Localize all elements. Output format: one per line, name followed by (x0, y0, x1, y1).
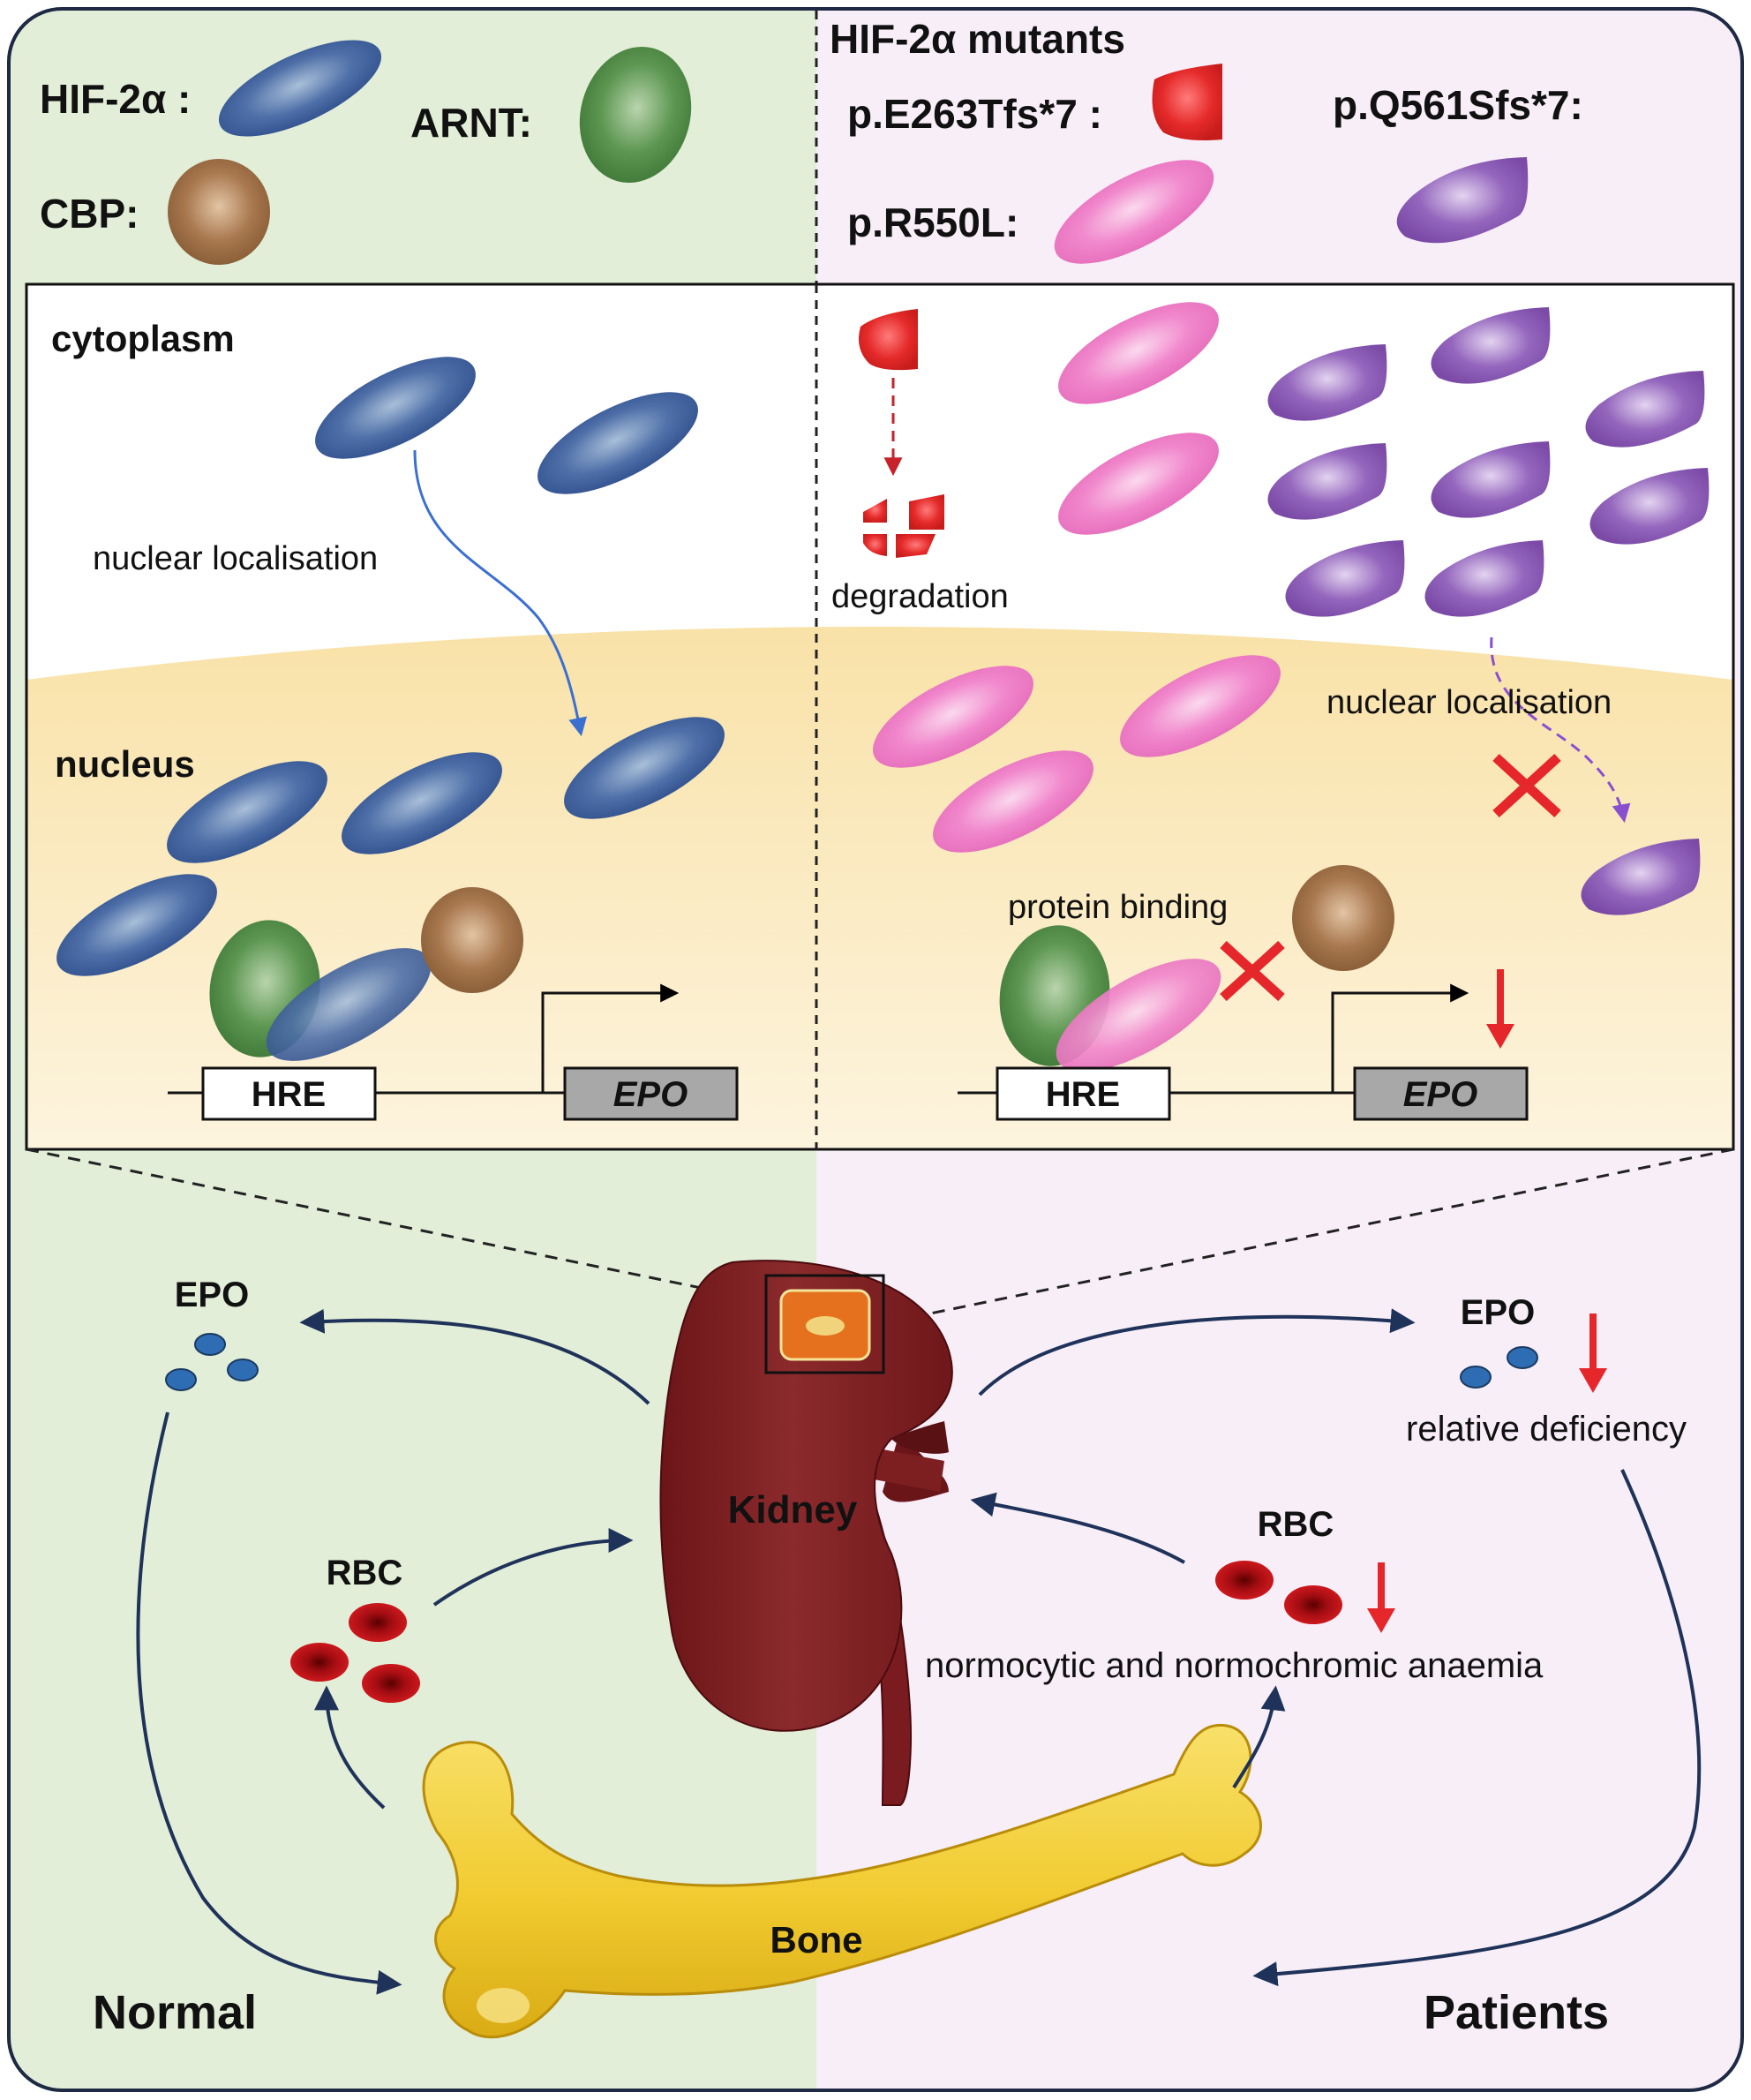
hif2a-protein-icon (218, 40, 382, 137)
blocked-localisation-arrow (1490, 636, 1631, 824)
decrease-arrow-icon (1486, 969, 1514, 1049)
epo-molecule (1507, 1346, 1538, 1369)
epo-molecule (194, 1333, 226, 1356)
epo-to-bone-arrow-left (136, 1411, 402, 1995)
cbp-unbound-right (1292, 865, 1394, 971)
cell-box-border (25, 282, 1735, 1151)
r550l-mutant-cytoplasm (1058, 302, 1219, 404)
arnt-protein-icon (579, 46, 692, 184)
r550l-mutant-icon (1054, 160, 1214, 264)
epo-molecule (227, 1359, 259, 1381)
hif2a-bound-left (266, 948, 432, 1061)
r550l-mutant-cytoplasm (1058, 433, 1219, 535)
legend-normal: HIF-2α : ARNT: CBP: (40, 40, 692, 265)
hre-label-left: HRE (252, 1075, 326, 1114)
normal-group-label: Normal (93, 1986, 257, 2039)
legend-hif2a-label: HIF-2α : (40, 76, 191, 122)
kidney-illustration (659, 1260, 953, 1806)
cytoplasm-label: cytoplasm (51, 318, 235, 359)
cbp-bound-left (421, 887, 523, 993)
epo-release-arrow-left (299, 1308, 650, 1405)
bone-to-rbc-arrow-left (314, 1685, 386, 1810)
hif2a-cytoplasm (537, 392, 698, 494)
nuclear-localisation-label-left: nuclear localisation (93, 540, 378, 577)
physiology-arrows (136, 1308, 1702, 1995)
cell-diagram: cytoplasm nucleus nuclear localisation H… (25, 282, 1735, 1151)
q561-mutant-nucleus (1581, 839, 1701, 915)
hif2a-nucleus (564, 717, 725, 819)
kidney-label: Kidney (728, 1488, 858, 1532)
patients-group-label: Patients (1424, 1986, 1609, 2039)
rbc-label-left: RBC (327, 1554, 403, 1592)
zoom-line-right (886, 1148, 1734, 1324)
epo-gene-label-right: EPO (1403, 1075, 1477, 1114)
epo-gene-box-right (1353, 1066, 1529, 1121)
legend-r550-label: p.R550L: (847, 199, 1018, 245)
relative-deficiency-label: relative deficiency (1406, 1410, 1687, 1449)
rbc-cell (290, 1643, 349, 1682)
nucleus-label: nucleus (55, 743, 195, 785)
bone-illustration (422, 1723, 1262, 2039)
legend-cbp-label: CBP: (40, 191, 139, 237)
hre-box-left (201, 1066, 377, 1121)
blocked-x-icon (1492, 753, 1561, 818)
rbc-decrease-arrow-icon (1367, 1562, 1395, 1633)
legend-mutants: HIF-2α mutants p.E263Tfs*7 : p.Q561Sfs*7… (830, 16, 1583, 264)
binding-blocked-x-icon (1220, 940, 1285, 1002)
nuclear-localisation-arrow (413, 449, 588, 737)
epo-molecule (165, 1368, 197, 1391)
rbc-to-kidney-arrow-left (432, 1528, 634, 1607)
epo-gene-box-left (563, 1066, 739, 1121)
outer-frame (7, 7, 1744, 2092)
epo-to-bone-arrow-right (1252, 1469, 1702, 1987)
hre-box-right (996, 1066, 1171, 1121)
transcription-arrow-right (1331, 983, 1469, 1093)
transcription-arrow-left (541, 983, 680, 1093)
epo-label-right: EPO (1461, 1293, 1535, 1332)
rbc-to-kidney-arrow-right (970, 1492, 1185, 1564)
anaemia-label: normocytic and normochromic anaemia (925, 1646, 1544, 1685)
hre-label-right: HRE (1046, 1075, 1120, 1114)
cbp-protein-icon (168, 159, 270, 265)
nuclear-localisation-label-right: nuclear localisation (1326, 684, 1612, 721)
mutants-title: HIF-2α mutants (830, 16, 1125, 62)
rbc-cell (1215, 1561, 1274, 1599)
epo-label-left: EPO (175, 1276, 249, 1314)
degradation-label: degradation (831, 578, 1009, 615)
epo-gene-label-left: EPO (613, 1075, 688, 1114)
degraded-fragments (863, 494, 944, 558)
r550l-mutant-nucleus (933, 750, 1093, 853)
protein-binding-label: protein binding (1008, 889, 1228, 926)
hif2a-cytoplasm (315, 357, 476, 459)
legend-e263-label: p.E263Tfs*7 : (847, 91, 1102, 137)
epo-release-arrow-right (978, 1308, 1416, 1396)
epo-decrease-arrow-icon (1579, 1313, 1607, 1393)
hif2a-nucleus (56, 874, 217, 976)
rbc-cell (349, 1603, 407, 1642)
legend-q561-label: p.Q561Sfs*7: (1333, 82, 1583, 128)
rbc-label-right: RBC (1258, 1505, 1334, 1544)
hif2a-nucleus (167, 761, 327, 863)
r550l-mutant-nucleus (873, 666, 1033, 768)
bone-label: Bone (770, 1919, 863, 1961)
q561-mutant-icon (1396, 157, 1529, 244)
e263-mutant-icon (1152, 64, 1222, 140)
q561-mutant-cluster (1267, 307, 1710, 617)
legend-arnt-label: ARNT: (410, 100, 532, 146)
rbc-cell (1284, 1585, 1342, 1624)
kidney-cell-nucleus-icon (806, 1316, 845, 1336)
rbc-cell (362, 1664, 420, 1703)
kidney-zoom-box (764, 1274, 885, 1374)
epo-molecule (1460, 1366, 1492, 1389)
r550l-bound-right (1056, 959, 1221, 1072)
e263-mutant-cytoplasm (858, 309, 918, 371)
bone-to-rbc-arrow-right (1232, 1685, 1286, 1789)
r550l-mutant-nucleus (1120, 655, 1281, 757)
hif2a-nucleus (342, 752, 502, 854)
